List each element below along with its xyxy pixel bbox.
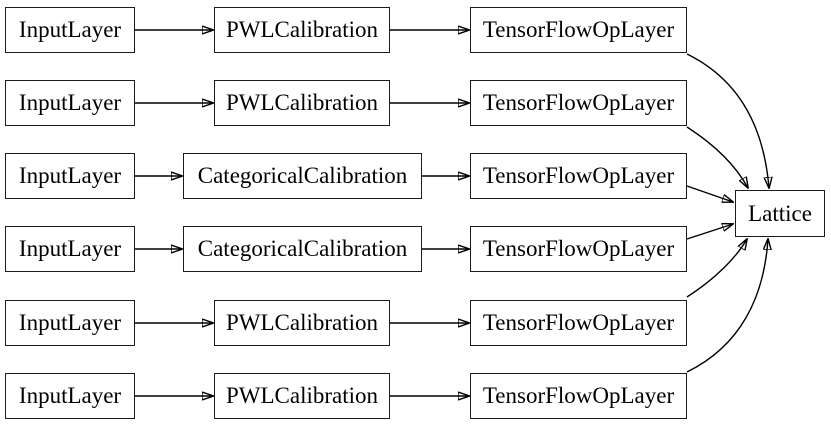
node-calibration-1: PWLCalibration [214, 7, 390, 53]
edge-op2-lattice [686, 126, 748, 188]
node-lattice: Lattice [735, 190, 825, 237]
node-calibration-5: PWLCalibration [214, 300, 390, 346]
node-op-layer-4: TensorFlowOpLayer [470, 226, 687, 272]
node-input-layer-4: InputLayer [5, 226, 135, 272]
node-calibration-4: CategoricalCalibration [183, 226, 422, 272]
edge-op6-lattice [686, 239, 768, 373]
node-op-layer-2: TensorFlowOpLayer [470, 80, 687, 126]
node-op-layer-1: TensorFlowOpLayer [470, 7, 687, 53]
node-op-layer-6: TensorFlowOpLayer [470, 373, 687, 419]
node-calibration-2: PWLCalibration [214, 80, 390, 126]
node-op-layer-5: TensorFlowOpLayer [470, 300, 687, 346]
edge-op3-lattice [686, 185, 733, 202]
node-input-layer-1: InputLayer [5, 7, 135, 53]
edge-op5-lattice [686, 239, 747, 298]
node-input-layer-6: InputLayer [5, 373, 135, 419]
edge-op1-lattice [686, 53, 769, 188]
node-op-layer-3: TensorFlowOpLayer [470, 153, 687, 199]
edge-op4-lattice [686, 224, 733, 240]
node-input-layer-3: InputLayer [5, 153, 135, 199]
node-input-layer-2: InputLayer [5, 80, 135, 126]
node-input-layer-5: InputLayer [5, 300, 135, 346]
node-calibration-3: CategoricalCalibration [183, 153, 422, 199]
node-calibration-6: PWLCalibration [214, 373, 390, 419]
